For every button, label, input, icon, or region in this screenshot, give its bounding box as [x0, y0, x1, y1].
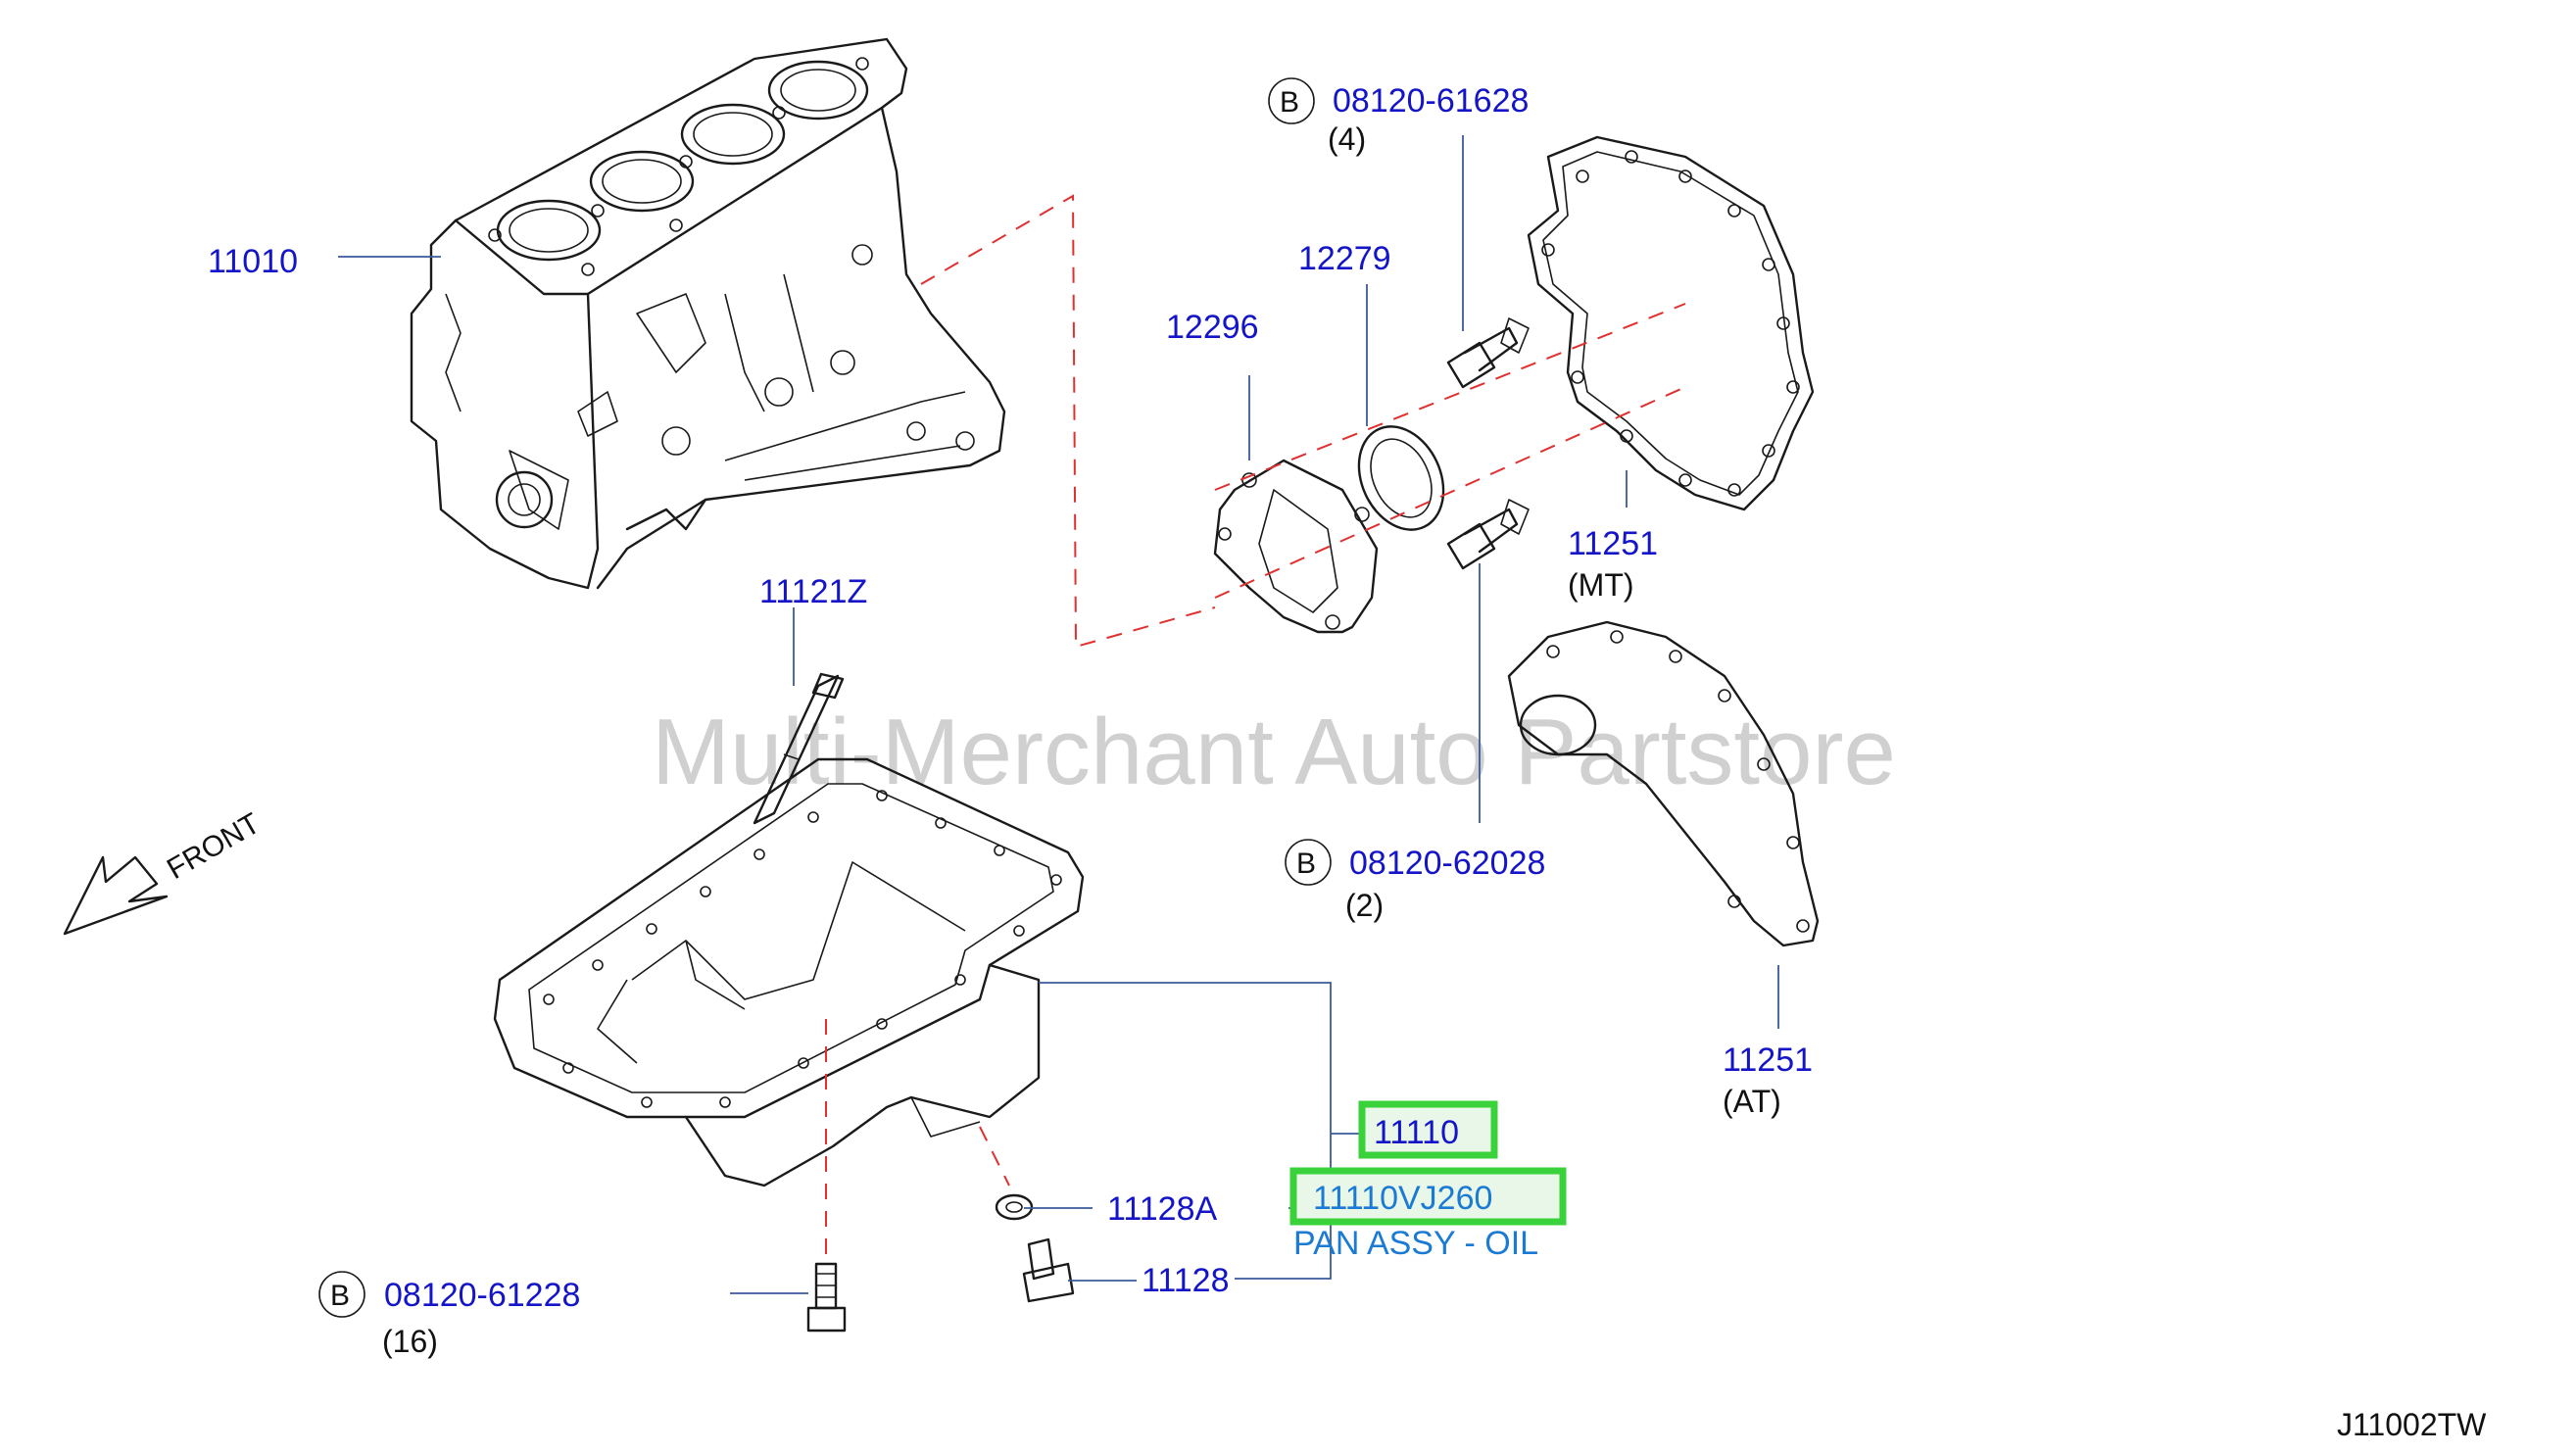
- callout-letter-bottom: B: [330, 1280, 350, 1312]
- label-bolt-pan[interactable]: 08120-61228: [384, 1277, 580, 1314]
- bolt-middle-drawing[interactable]: [1446, 499, 1530, 570]
- label-bolt-middle[interactable]: 08120-62028: [1349, 845, 1545, 882]
- rear-plate-mt-drawing[interactable]: [1527, 135, 1815, 511]
- label-oil-pan-part-number[interactable]: 11110VJ260: [1313, 1180, 1492, 1217]
- variant-rear-plate-mt: (MT): [1568, 567, 1634, 603]
- assembly-centerlines: [825, 194, 1686, 1259]
- label-drain-washer[interactable]: 11128A: [1107, 1190, 1217, 1228]
- label-rear-plate-at[interactable]: 11251: [1723, 1042, 1813, 1079]
- callout-letter-top: B: [1280, 86, 1299, 119]
- label-bolt-top[interactable]: 08120-61628: [1333, 82, 1529, 120]
- label-rear-plate-mt[interactable]: 11251: [1568, 525, 1658, 562]
- label-cylinder-block[interactable]: 11010: [208, 243, 298, 280]
- diagram-code: J11002TW: [2337, 1407, 2487, 1442]
- bolt-pan-drawing[interactable]: [806, 1262, 847, 1333]
- callout-b-top: B: [1268, 77, 1315, 124]
- qty-bolt-top: (4): [1328, 121, 1366, 157]
- label-rear-oil-seal-retainer[interactable]: 12296: [1166, 309, 1259, 346]
- oil-level-gauge-drawing[interactable]: [753, 672, 845, 825]
- oil-pan-drawing[interactable]: [493, 757, 1085, 1187]
- label-oil-level-gauge[interactable]: 11121Z: [759, 573, 867, 610]
- oil-pan-part-number-highlight[interactable]: 11110VJ260: [1289, 1167, 1567, 1226]
- bolt-top-drawing[interactable]: [1446, 317, 1530, 389]
- front-direction-arrow: FRONT: [63, 807, 266, 936]
- leader-lines: [338, 135, 1779, 1294]
- callout-letter-middle: B: [1296, 848, 1316, 880]
- drain-plug-drawing[interactable]: [1022, 1237, 1075, 1303]
- rear-oil-seal-drawing[interactable]: [1343, 412, 1460, 544]
- front-label: FRONT: [162, 807, 266, 886]
- callout-b-middle: B: [1285, 839, 1332, 886]
- label-drain-plug[interactable]: 11128: [1142, 1262, 1230, 1299]
- rear-oil-seal-retainer-drawing[interactable]: [1213, 459, 1379, 634]
- qty-bolt-middle: (2): [1345, 888, 1384, 923]
- front-arrow-icon: [63, 855, 169, 936]
- label-oil-pan-description[interactable]: PAN ASSY - OIL: [1293, 1225, 1538, 1262]
- drain-washer-drawing[interactable]: [995, 1193, 1034, 1221]
- label-oil-pan[interactable]: 11110: [1374, 1114, 1459, 1151]
- rear-plate-at-drawing[interactable]: [1507, 620, 1820, 947]
- callout-b-bottom: B: [318, 1271, 365, 1318]
- oil-pan-flange-holes: [543, 790, 1062, 1108]
- cylinder-block-drawing[interactable]: [410, 37, 1006, 590]
- qty-bolt-pan: (16): [382, 1324, 438, 1359]
- label-rear-oil-seal[interactable]: 12279: [1298, 240, 1391, 277]
- oil-pan-label-highlight[interactable]: 11110: [1358, 1100, 1498, 1159]
- watermark-text: Multi-Merchant Auto Partstore: [652, 700, 1896, 804]
- variant-rear-plate-at: (AT): [1723, 1084, 1781, 1119]
